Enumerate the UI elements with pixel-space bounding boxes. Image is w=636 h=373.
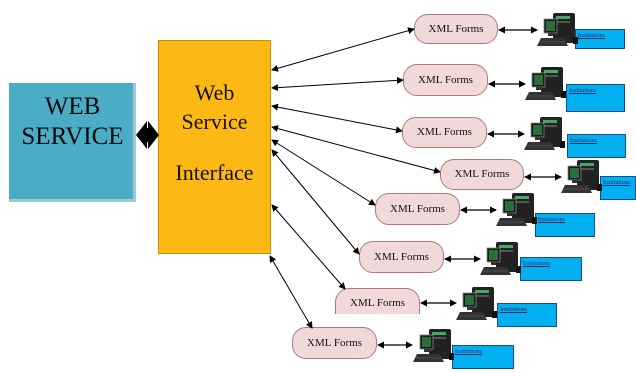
institution-label: Institutions [575,29,625,49]
computer-icon [412,328,455,363]
form-to-institution-connections [377,26,562,349]
xml-forms-node: XML Forms [402,117,487,148]
computer-icon [523,116,566,151]
web-service-interface-box [158,40,271,254]
interface-label-line1: Web [194,80,235,105]
computer-icon [560,159,603,194]
web-service-box [9,83,136,202]
computer-icon [455,286,498,321]
web-service-label-line1: WEB [44,93,101,120]
institution-label: Institutions [520,257,582,281]
xml-forms-node: XML Forms [403,64,488,96]
xml-forms-node: XML Forms [335,288,420,314]
web-service-label-line2: SERVICE [21,123,124,150]
institution-label: Institutions [567,134,626,158]
xml-forms-node: XML Forms [375,193,460,225]
xml-forms-node: XML Forms [292,327,377,359]
institution-label: Institutions [452,345,514,369]
computer-icon [479,241,522,276]
web-service-label: WEB SERVICE [9,92,136,152]
xml-forms-node: XML Forms [359,241,444,273]
institution-label: Institutions [566,84,625,112]
interface-label-line3: Interface [175,160,254,185]
xml-forms-node: XML Forms [440,159,524,190]
web-service-interface-label: Web Service Interface [158,78,271,187]
institution-label: Institutions [535,213,595,237]
computer-icon [495,192,538,227]
interface-connections [269,27,441,329]
interface-label-line2: Service [181,109,248,134]
institution-label: Institutions [497,303,557,327]
xml-forms-node: XML Forms [414,14,498,44]
double-arrow-icon [136,121,159,149]
computer-icon [524,66,567,101]
computer-icon [536,12,579,47]
